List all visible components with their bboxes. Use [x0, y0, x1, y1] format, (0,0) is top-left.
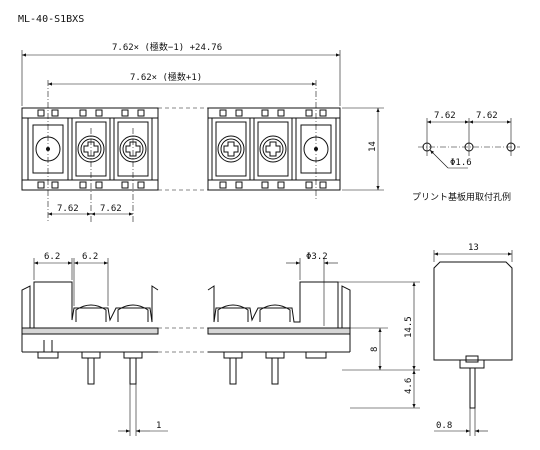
pitch-dimension-1: 7.62 — [57, 204, 79, 214]
pcb-pitch-1: 7.62 — [434, 111, 456, 121]
screw-diameter: Φ3.2 — [306, 252, 328, 262]
body-height-dimension: 14 — [368, 141, 378, 152]
drawing-title: ML-40-S1BXS — [18, 14, 84, 25]
side-pin-dimension: 0.8 — [436, 421, 452, 431]
barrier-width-1: 6.2 — [44, 252, 60, 262]
pcb-pitch-2: 7.62 — [476, 111, 498, 121]
inner-length-formula: 7.62× (極数+1) — [130, 71, 202, 83]
side-view: 13 0.8 — [433, 243, 513, 436]
pcb-hole-pattern: 7.62 7.62 Φ1.6 プリント基板用取付孔例 — [412, 111, 520, 203]
top-view: 7.62× (極数−1) +24.76 7.62× (極数+1) 14 7.62… — [21, 41, 384, 222]
total-height-dimension: 14.5 — [404, 316, 414, 338]
screw-terminal — [113, 117, 153, 181]
pcb-hole-caption: プリント基板用取付孔例 — [412, 191, 511, 203]
front-view: 6.2 6.2 Φ3.2 14.5 8 4.6 1 — [21, 252, 420, 436]
side-width-dimension: 13 — [468, 243, 479, 253]
pin-length-dimension: 4.6 — [404, 378, 414, 394]
mid-height-dimension: 8 — [370, 347, 380, 352]
screw-terminal — [71, 117, 111, 181]
pin-width-dimension: 1 — [156, 421, 161, 431]
screw-terminal — [211, 117, 251, 181]
screw-terminal — [253, 117, 293, 181]
overall-length-formula: 7.62× (極数−1) +24.76 — [112, 41, 222, 53]
hole-diameter: Φ1.6 — [450, 158, 472, 168]
pitch-dimension-2: 7.62 — [100, 204, 122, 214]
barrier-width-2: 6.2 — [82, 252, 98, 262]
